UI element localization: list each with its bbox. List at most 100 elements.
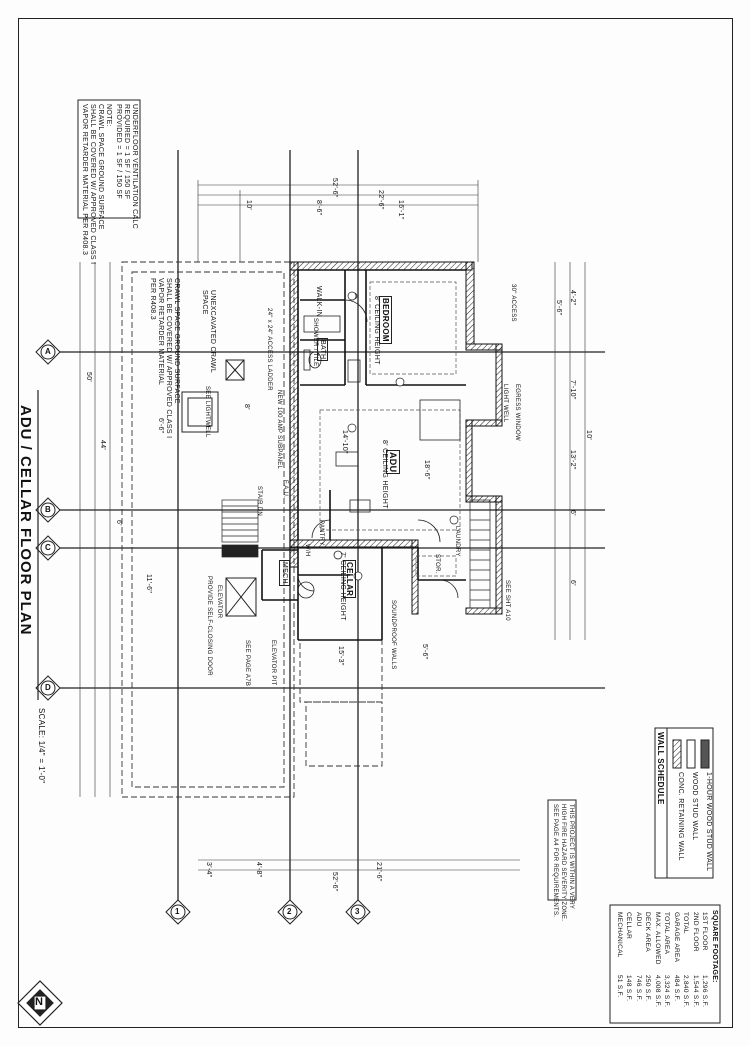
grid-bubble-label: 2 <box>287 907 292 916</box>
room-label-elevator: ELEVATOR <box>216 585 222 619</box>
annotation: SEE SHT A10 <box>504 580 510 621</box>
dim-label: 8'-6" <box>315 200 322 216</box>
footage-row-value: 3,324 S.F. <box>663 975 670 1008</box>
dim-label: 10' <box>245 200 252 211</box>
unexcavated-note: SPACE <box>201 290 208 315</box>
room-label-bedroom-ceiling: 8' CEILING HEIGHT <box>373 296 380 365</box>
annotation: SEE LIGHTWELL <box>204 386 210 438</box>
footage-row-value: 2,840 S.F. <box>682 975 689 1008</box>
sheet-title: ADU / CELLAR FLOOR PLAN <box>17 405 34 636</box>
dim-label: 5'-6" <box>555 300 562 316</box>
room-label-pantry: PANTRY <box>318 520 324 546</box>
room-label-adu: ADU <box>386 450 400 475</box>
dim-label: 6' <box>569 510 576 516</box>
dim-label: 4'-8" <box>255 862 262 878</box>
fire-note: HIGH FIRE HAZARD SEVERITY ZONE. <box>560 804 566 922</box>
footage-row-label: CELLAR <box>625 912 632 940</box>
grid-bubble-label: 1 <box>175 907 180 916</box>
dim-label: 6' <box>569 580 576 586</box>
dim-label: 52'-6" <box>331 178 338 198</box>
room-label-laundry: LAUNDRY <box>454 526 460 557</box>
fire-note: SEE PAGE A4 FOR REQUIREMENTS. <box>552 804 558 918</box>
dim-label: 10' <box>585 430 592 441</box>
dim-label: 4'-2" <box>569 290 576 306</box>
room-label-wh: W/H <box>304 544 310 557</box>
dim-label: 6' <box>115 520 122 526</box>
wall-schedule-item: CONC. RETAINING WALL <box>677 772 684 861</box>
footage-row-value: 148 S.F. <box>625 975 632 1002</box>
footage-row-label: MAX. ALLOWED <box>653 912 661 965</box>
grid-bubble-label: B <box>45 505 51 514</box>
crawl-note: CRAWL SPACE GROUND SURFACE <box>173 278 180 404</box>
room-label-fau: F.A.U. <box>282 480 288 499</box>
grid-bubble-label: C <box>45 543 51 552</box>
room-label-bath: BATH <box>317 338 328 362</box>
footage-row-label: TOTAL AREA <box>663 912 670 955</box>
annotation: 24" x 24" ACCESS LADDER <box>266 308 272 391</box>
dim-label: 7'-10" <box>569 380 576 400</box>
footage-row-value: 746 S.F. <box>634 975 642 1002</box>
underfloor-note-title: UNDERFLOOR VENTILATION CALC <box>131 104 138 230</box>
north-arrow-icon: N <box>35 996 43 1008</box>
annotation: NEW 100 AMP SUBPANEL <box>276 390 282 470</box>
underfloor-note-line: SHALL BE COVERED W/ APPROVED CLASS I <box>89 104 96 265</box>
annotation: ELEVATOR PIT <box>270 640 276 686</box>
underfloor-note-line: PROVIDED = 1 SF / 150 SF <box>115 104 122 199</box>
footage-row-label: ADU <box>634 912 642 927</box>
dim-label: 6'-6" <box>157 418 164 434</box>
grid-bubble-label: D <box>45 683 51 692</box>
underfloor-note-line: VAPOR RETARDER MATERIAL PER R408.3 <box>81 104 88 256</box>
room-label-walkin: WALK-IN <box>315 286 322 318</box>
room-label-stor: STOR. <box>434 554 440 574</box>
room-label-cellar-ceiling: 7' CEILING HEIGHT <box>339 552 346 621</box>
footage-row-label: DECK AREA <box>644 912 651 952</box>
crawl-note: SHALL BE COVERED W/ APPROVED CLASS I <box>165 278 172 439</box>
annotation: STAIR DN <box>256 486 262 516</box>
footage-row-value: 250 S.F. <box>644 975 651 1002</box>
wall-schedule-title: WALL SCHEDULE <box>656 732 665 805</box>
unexcavated-note: UNEXCAVATED CRAWL <box>209 290 216 374</box>
dim-label: 50' <box>85 372 92 383</box>
crawl-note: PER R408.3 <box>149 278 156 320</box>
footage-row-value: 1,544 S.F. <box>691 975 699 1008</box>
footage-row-label: 1ST FLOOR <box>701 912 708 951</box>
annotation: SEE PAGE A7B <box>244 640 250 687</box>
dim-label: 52'-6" <box>331 872 338 892</box>
dim-label: 5'-6" <box>421 644 428 660</box>
dim-label: 3'-4" <box>205 862 212 878</box>
footage-row-value: 1,296 S.F. <box>701 975 708 1008</box>
footage-row-value: 484 S.F. <box>672 975 680 1002</box>
sheet-scale: SCALE: 1/4" = 1'-0" <box>37 708 46 784</box>
dim-label: 11'-6" <box>145 574 152 594</box>
annotation: PROVIDE SELF-CLOSING DOOR <box>206 576 212 676</box>
annotation: LIGHT WELL <box>502 384 508 423</box>
dim-label: 21'-6" <box>375 862 382 882</box>
sheet-border <box>18 18 733 1028</box>
annotation: EGRESS WINDOW <box>514 384 520 441</box>
footage-row-label: MECHANICAL <box>615 912 623 958</box>
crawl-note: VAPOR RETARDER MATERIAL <box>157 278 164 386</box>
dim-label: 18'-6" <box>423 460 430 480</box>
underfloor-note-line: REQUIRED = 1 SF / 150 SF <box>123 104 130 200</box>
dim-label: 15'-3" <box>337 646 344 666</box>
underfloor-note-line: CRAWL SPACE GROUND SURFACE <box>97 104 104 230</box>
dim-label: 8' <box>243 404 250 410</box>
wall-schedule-item: 1-HOUR WOOD STUD WALL <box>705 772 712 872</box>
annotation: 30" ACCESS <box>510 284 516 322</box>
room-label-adu-ceiling: 8' CEILING HEIGHT <box>381 440 388 509</box>
fire-note: THIS PROJECT IS WITHIN A VERY <box>568 804 574 910</box>
dim-label: 16'-1" <box>397 200 404 220</box>
dim-label: 14'-10" <box>341 430 348 454</box>
grid-bubble-label: A <box>45 347 51 356</box>
room-label-mech: MECH <box>279 560 290 586</box>
footage-row-label: 2ND FLOOR <box>691 912 699 952</box>
footage-row-value: 4,008 S.F. <box>653 975 661 1008</box>
footage-row-label: GARAGE AREA <box>672 912 680 963</box>
grid-bubble-label: 3 <box>355 907 360 916</box>
underfloor-note-line: NOTE: <box>105 104 112 127</box>
dim-label: 44' <box>99 440 106 451</box>
room-label-bedroom: BEDROOM <box>379 296 392 344</box>
footage-row-label: TOTAL <box>682 912 689 934</box>
